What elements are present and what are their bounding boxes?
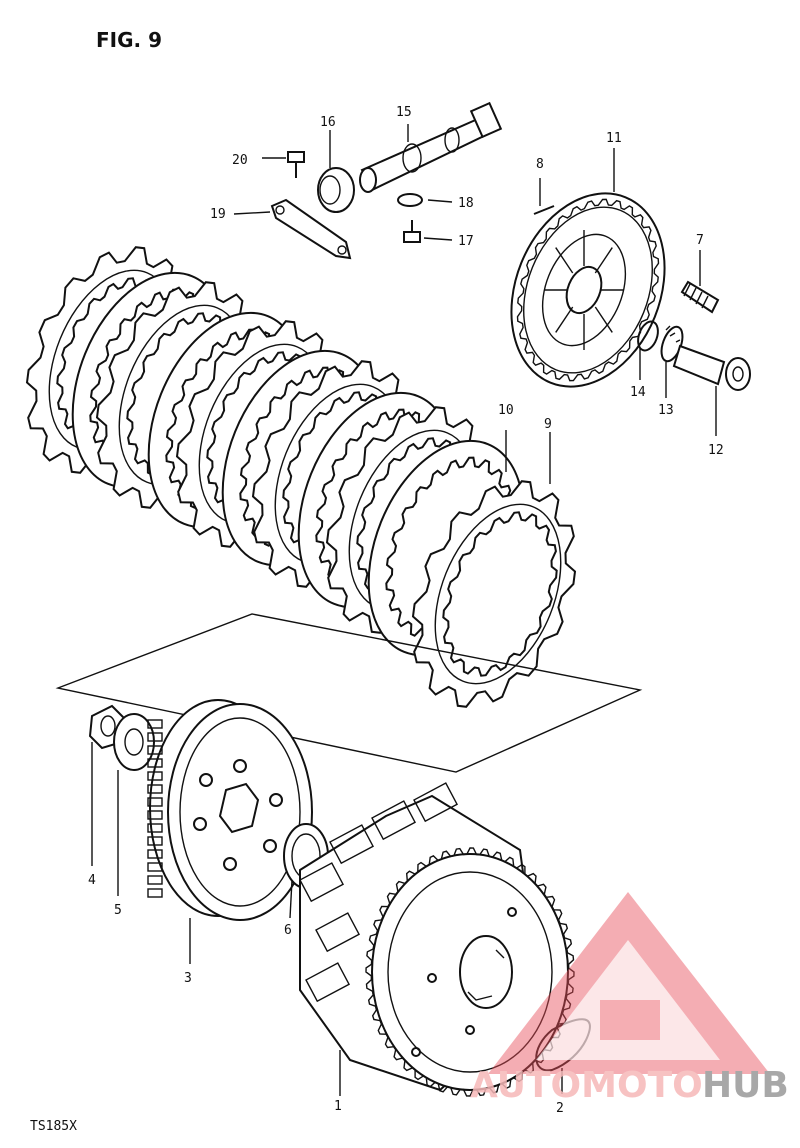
clutch-sleeve-hub-3	[147, 699, 313, 921]
callout-18: 18	[458, 196, 474, 211]
callout-4: 4	[88, 873, 96, 888]
bolt-20	[287, 151, 305, 178]
callout-9: 9	[544, 417, 552, 432]
callout-2: 2	[556, 1101, 564, 1116]
clutch-plate	[411, 480, 577, 708]
callout-5: 5	[114, 903, 122, 918]
leader-lines	[91, 124, 717, 1096]
pressure-plate	[510, 192, 666, 388]
callout-15: 15	[396, 105, 412, 120]
bearing-16	[317, 167, 355, 213]
washer-14	[637, 320, 659, 352]
push-rod-15	[359, 101, 503, 193]
primary-driven-gear-1	[299, 782, 575, 1097]
clutch-spring-part	[680, 280, 720, 314]
figure-title: FIG. 9	[96, 28, 162, 52]
callout-16: 16	[320, 115, 336, 130]
watermark-text-hub: HUB	[702, 1065, 789, 1106]
group-outline	[55, 613, 643, 773]
callout-20: 20	[232, 153, 248, 168]
pin-part	[533, 205, 555, 215]
callout-8: 8	[536, 157, 544, 172]
lock-washer-5	[113, 713, 155, 771]
washer-18	[397, 193, 423, 207]
callout-12: 12	[708, 443, 724, 458]
bolt-17	[403, 220, 421, 243]
callout-10: 10	[498, 403, 514, 418]
callout-3: 3	[184, 971, 192, 986]
callout-13: 13	[658, 403, 674, 418]
automotohub-watermark: AUTOMOTO HUB	[470, 892, 789, 1106]
callout-11: 11	[606, 131, 622, 146]
callout-19: 19	[210, 207, 226, 222]
release-arm-19	[270, 198, 352, 260]
callout-6: 6	[284, 923, 292, 938]
callout-17: 17	[458, 234, 474, 249]
callout-7: 7	[696, 233, 704, 248]
release-screw-12	[672, 344, 751, 391]
watermark-text-automoto: AUTOMOTO	[470, 1065, 703, 1106]
clutch-plates-stack	[25, 246, 577, 708]
callout-14: 14	[630, 385, 646, 400]
model-code: TS185X	[30, 1119, 77, 1134]
callout-1: 1	[334, 1099, 342, 1114]
callout-labels: 1 2 3 4 5 6 7 8 9 10 11 12 13 14 15 16 1…	[88, 105, 724, 1116]
